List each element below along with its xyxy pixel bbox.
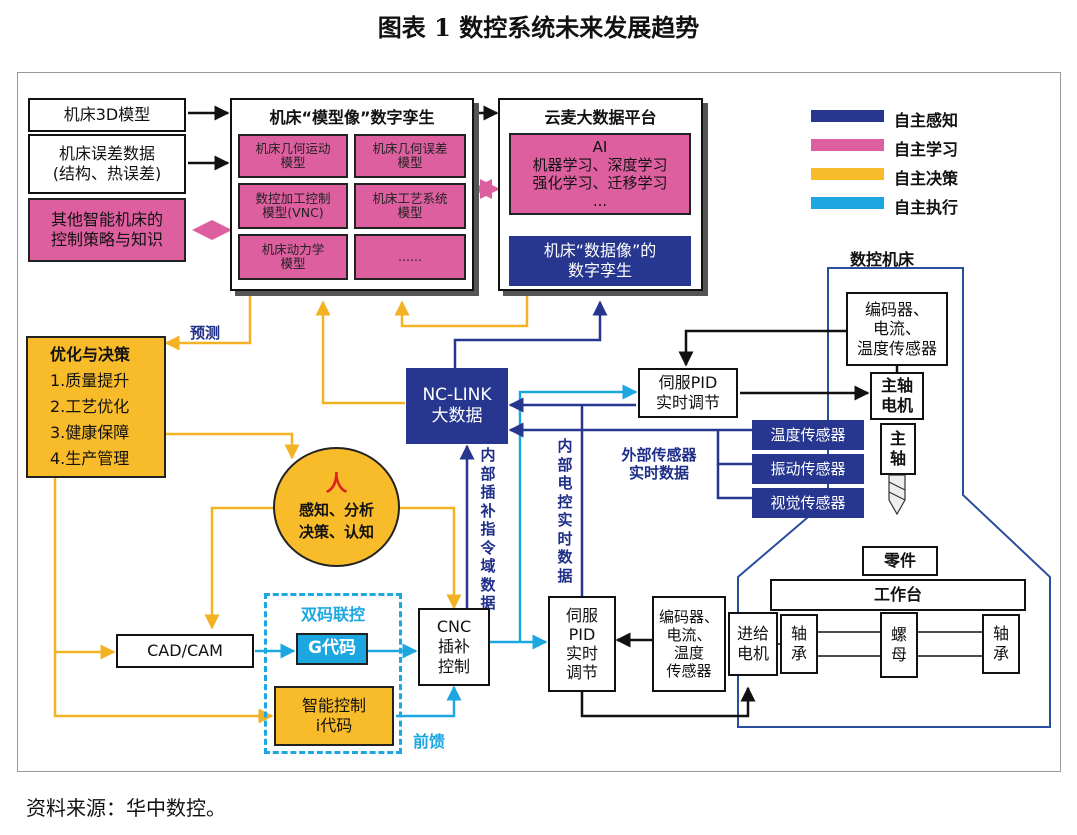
other-knowledge-box: 其他智能机床的 控制策略与知识 <box>28 198 186 262</box>
spindle-motor-box: 主轴 电机 <box>870 372 924 420</box>
legend-label: 自主决策 <box>894 169 959 188</box>
model-twin-title: 机床“模型像”数字孪生 <box>269 108 435 127</box>
model-item: 机床几何误差 模型 <box>354 134 466 178</box>
dualcode-group <box>264 593 402 754</box>
temp-sensor-box: 温度传感器 <box>752 420 864 450</box>
servo-top-box: 伺服PID 实时调节 <box>638 368 738 418</box>
machine-title: 数控机床 <box>850 250 915 269</box>
model-item: 机床动力学 模型 <box>238 234 348 280</box>
internal-ctrl-label: 内部电控实时数据 <box>557 437 573 585</box>
optimize-title: 优化与决策 <box>50 345 131 364</box>
internal-data-label: 内部插补指令域数据 <box>480 446 496 612</box>
bearing-right-box: 轴 承 <box>982 614 1020 674</box>
model-item: 数控加工控制 模型(VNC) <box>238 183 348 229</box>
human-text: 感知、分析 决策、认知 <box>298 500 374 541</box>
optimize-item: 3.健康保障 <box>50 423 130 442</box>
model3d-box: 机床3D模型 <box>28 98 186 132</box>
legend-label: 自主学习 <box>894 140 959 159</box>
legend-swatch <box>811 168 884 180</box>
nut-box: 螺 母 <box>880 612 918 678</box>
machine-outline <box>737 267 1051 728</box>
servo-bottom-box: 伺服 PID 实时 调节 <box>548 596 616 692</box>
vision-sensor-box: 视觉传感器 <box>752 488 864 518</box>
error-data-box: 机床误差数据 (结构、热误差) <box>28 134 186 194</box>
nclink-box: NC-LINK 大数据 <box>406 368 508 444</box>
external-data-label: 外部传感器 实时数据 <box>621 446 697 482</box>
dualcode-title: 双码联控 <box>300 605 365 624</box>
diagram-frame <box>17 72 1061 772</box>
legend-label: 自主感知 <box>894 111 959 130</box>
human-circle: 人 感知、分析 决策、认知 <box>273 447 400 567</box>
cnc-box: CNC 插补 控制 <box>418 608 490 686</box>
icode-box: 智能控制 i代码 <box>274 686 394 746</box>
ai-box: AI 机器学习、深度学习 强化学习、迁移学习 ... <box>509 133 691 215</box>
model-item: ...... <box>354 234 466 280</box>
vibration-sensor-box: 振动传感器 <box>752 454 864 484</box>
gcode-box: G代码 <box>296 633 368 665</box>
legend-swatch <box>811 139 884 151</box>
feedforward-label: 前馈 <box>413 732 446 751</box>
legend-label: 自主执行 <box>894 198 959 217</box>
predict-label: 预测 <box>190 324 221 342</box>
spindle-box: 主 轴 <box>880 423 916 475</box>
legend-swatch <box>811 197 884 209</box>
optimize-item: 4.生产管理 <box>50 449 130 468</box>
model-item: 机床工艺系统 模型 <box>354 183 466 229</box>
spindle-tool <box>888 474 906 516</box>
optimize-item: 1.质量提升 <box>50 371 130 390</box>
part-box: 零件 <box>862 546 938 576</box>
worktable-box: 工作台 <box>770 579 1026 611</box>
source-note: 资料来源：华中数控。 <box>26 796 226 820</box>
sensor-top-box: 编码器、 电流、 温度传感器 <box>846 292 948 366</box>
optimize-item: 2.工艺优化 <box>50 397 130 416</box>
cloud-title: 云麦大数据平台 <box>544 108 657 127</box>
sensor-bottom-box: 编码器、 电流、 温度 传感器 <box>652 596 726 692</box>
optimize-box: 优化与决策 1.质量提升 2.工艺优化 3.健康保障 4.生产管理 <box>26 336 166 478</box>
feed-motor-box: 进给 电机 <box>728 612 778 676</box>
data-twin-box: 机床“数据像”的 数字孪生 <box>509 236 691 286</box>
figure-title: 图表 1 数控系统未来发展趋势 <box>377 13 700 42</box>
model-item: 机床几何运动 模型 <box>238 134 348 178</box>
human-title: 人 <box>325 472 348 498</box>
cadcam-box: CAD/CAM <box>116 634 254 668</box>
bearing-left-box: 轴 承 <box>780 614 818 674</box>
legend-swatch <box>811 110 884 122</box>
